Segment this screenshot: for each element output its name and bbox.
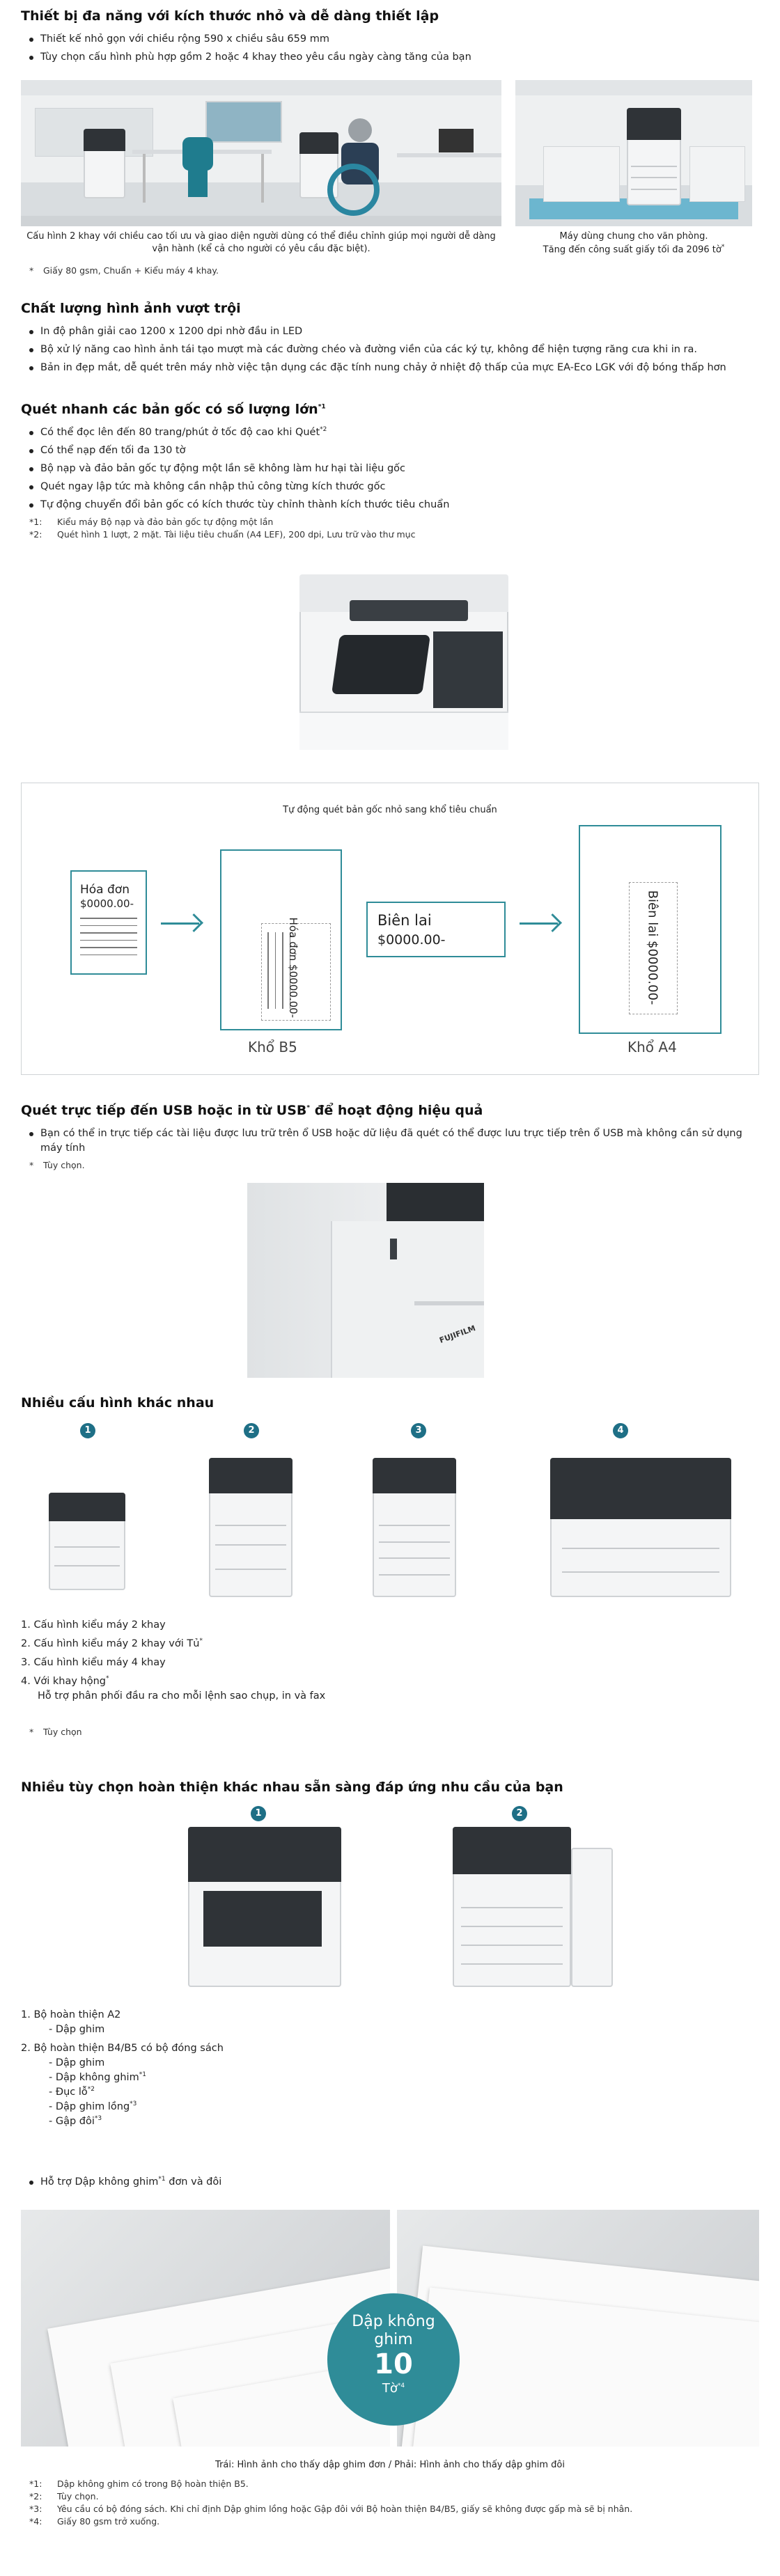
list-item: Thiết kế nhỏ gọn với chiều rộng 590 x ch… <box>29 32 759 47</box>
list-item: In độ phân giải cao 1200 x 1200 dpi nhờ … <box>29 324 759 339</box>
b5-sheet: Hóa đơn $0000.00- <box>220 849 342 1030</box>
a4-sheet: Biên lai $0000.00- <box>579 825 722 1034</box>
list-item: Quét ngay lập tức mà không cần nhập thủ … <box>29 480 759 494</box>
stapleless-section: Dập không ghim 10 Tờ*4 Trái: Hình ảnh ch… <box>21 2210 759 2527</box>
printer-photo-adf <box>21 560 759 759</box>
footnote: *Tùy chọn <box>29 1727 82 1737</box>
single-staple-photo <box>21 2210 390 2447</box>
compact-section: Thiết bị đa năng với kích thước nhỏ và d… <box>21 0 759 299</box>
finishers-list: 1. Bộ hoàn thiện A2- Dập ghim 2. Bộ hoàn… <box>21 2008 224 2133</box>
list-item: Bản in đẹp mắt, dễ quét trên máy nhờ việ… <box>29 361 759 375</box>
configurations-title: Nhiều cấu hình khác nhau <box>21 1395 214 1411</box>
diagram-title: Tự động quét bản gốc nhỏ sang khổ tiêu c… <box>283 805 497 815</box>
printer-config-4 <box>550 1458 731 1597</box>
badge-4: 4 <box>613 1423 628 1438</box>
list-item: 4. Với khay hộng* Hỗ trợ phân phối đầu r… <box>21 1675 326 1702</box>
usb-photo: FUJIFILM <box>21 1179 759 1388</box>
list-item: Bạn có thể in trực tiếp các tài liệu đượ… <box>29 1126 759 1156</box>
compact-bullets: Thiết kế nhỏ gọn với chiều rộng 590 x ch… <box>21 32 759 65</box>
list-item: Bộ xử lý năng cao hình ảnh tái tạo mượt … <box>29 343 759 357</box>
printer-finisher-a2 <box>188 1827 341 1987</box>
configurations-section: Nhiều cấu hình khác nhau 1 2 3 4 1. Cấu … <box>21 1388 759 1778</box>
footnote: *Tùy chọn. <box>29 1159 85 1170</box>
list-item: Có thể nạp đến tối đa 130 tờ <box>29 443 759 458</box>
badge-2: 2 <box>512 1806 527 1821</box>
printer-config-2 <box>209 1458 292 1597</box>
compact-title: Thiết bị đa năng với kích thước nhỏ và d… <box>21 8 439 24</box>
double-staple-photo <box>397 2210 759 2447</box>
photo-caption: Trái: Hình ảnh cho thấy dập ghim đơn / P… <box>215 2460 565 2470</box>
list-item: 1. Cấu hình kiểu máy 2 khay <box>21 1619 166 1631</box>
office-illustration-right <box>515 79 752 226</box>
office-illustration-left <box>21 79 501 226</box>
invoice-document: Hóa đơn $0000.00- <box>70 870 147 975</box>
list-item: Hỗ trợ Dập không ghim*1 đơn và đôi <box>29 2175 221 2190</box>
fast-scan-section: Quét nhanh các bản gốc có số lượng lớn*1… <box>21 400 759 560</box>
list-item: Có thể đọc lên đến 80 trang/phút ở tốc đ… <box>29 425 759 440</box>
office-images: Cấu hình 2 khay với chiều cao tối ưu và … <box>21 79 759 258</box>
receipt-document: Biên lai $0000.00- <box>366 902 506 957</box>
footnotes: *1:Dập không ghim có trong Bộ hoàn thiện… <box>29 2479 633 2527</box>
office-caption-left: Cấu hình 2 khay với chiều cao tối ưu và … <box>26 230 496 255</box>
finishers-section: Nhiều tùy chọn hoàn thiện khác nhau sẵn … <box>21 1778 759 2210</box>
finishers-title: Nhiều tùy chọn hoàn thiện khác nhau sẵn … <box>21 1780 563 1795</box>
list-item: Tùy chọn cấu hình phù hợp gồm 2 hoặc 4 k… <box>29 50 759 65</box>
compact-footnote: *Giấy 80 gsm, Chuẩn + Kiểu máy 4 khay. <box>29 265 219 276</box>
arrow-icon <box>520 922 558 925</box>
usb-title: Quét trực tiếp đến USB hoặc in từ USB* đ… <box>21 1103 483 1118</box>
list-item: 2. Bộ hoàn thiện B4/B5 có bộ đóng sách -… <box>21 2043 224 2128</box>
badge-2: 2 <box>244 1423 259 1438</box>
list-item: 3. Cấu hình kiểu máy 4 khay <box>21 1657 166 1669</box>
size-label-a4: Khổ A4 <box>627 1039 677 1055</box>
badge-3: 3 <box>411 1423 426 1438</box>
printer-config-1 <box>49 1493 125 1590</box>
footnote: *1:Kiểu máy Bộ nạp và đảo bản gốc tự độn… <box>29 516 274 527</box>
image-quality-section: Chất lượng hình ảnh vượt trội In độ phân… <box>21 299 759 400</box>
stapleless-badge: Dập không ghim 10 Tờ*4 <box>327 2293 460 2426</box>
image-quality-title: Chất lượng hình ảnh vượt trội <box>21 301 241 316</box>
badge-1: 1 <box>80 1423 95 1438</box>
printer-finisher-b4b5 <box>453 1827 571 1987</box>
list-item: 2. Cấu hình kiểu máy 2 khay với Tủ* <box>21 1638 203 1650</box>
fast-scan-title: Quét nhanh các bản gốc có số lượng lớn*1 <box>21 402 326 417</box>
footnote: *2:Quét hình 1 lượt, 2 mặt. Tài liệu tiê… <box>29 528 416 540</box>
badge-1: 1 <box>251 1806 266 1821</box>
list-item: 1. Bộ hoàn thiện A2- Dập ghim <box>21 2009 121 2036</box>
arrow-icon <box>161 922 199 925</box>
printer-config-3 <box>373 1458 456 1597</box>
list-item: Tự động chuyển đổi bản gốc có kích thước… <box>29 498 759 512</box>
auto-scan-diagram: Tự động quét bản gốc nhỏ sang khổ tiêu c… <box>21 783 759 1075</box>
size-label-b5: Khổ B5 <box>248 1039 297 1055</box>
configurations-list: 1. Cấu hình kiểu máy 2 khay 2. Cấu hình … <box>21 1618 325 1708</box>
usb-section: Quét trực tiếp đến USB hoặc in từ USB* đ… <box>21 1075 759 1179</box>
office-caption-right: Máy dùng chung cho văn phòng. Tăng đến c… <box>543 230 725 256</box>
list-item: Bộ nạp và đảo bản gốc tự động một lần sẽ… <box>29 462 759 476</box>
